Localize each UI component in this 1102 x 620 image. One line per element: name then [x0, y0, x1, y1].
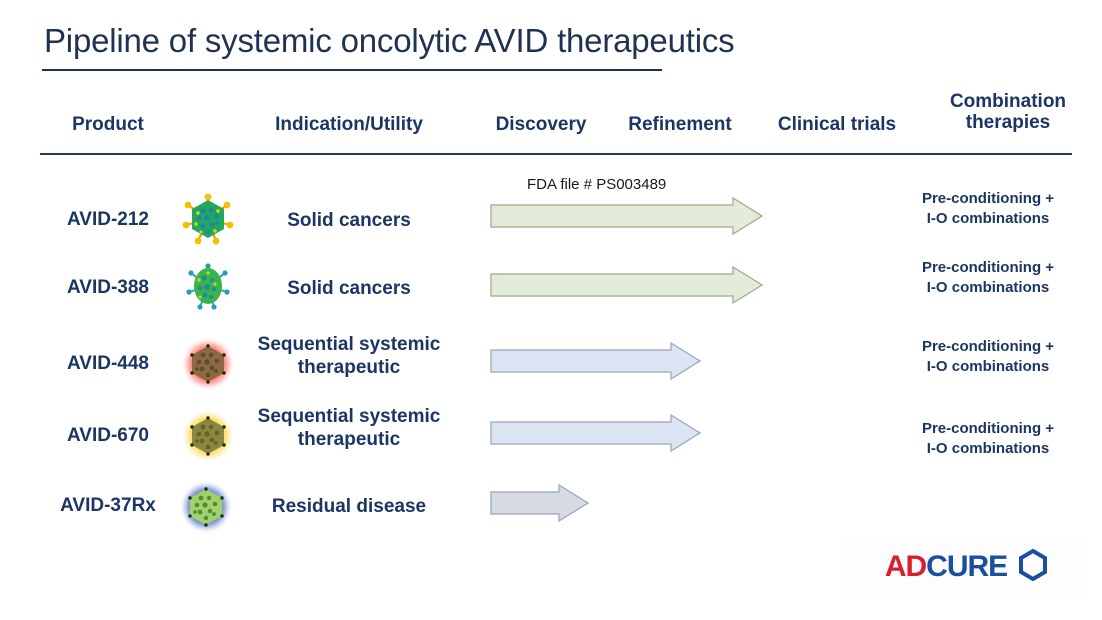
product-name-avid-37rx: AVID-37Rx — [60, 495, 156, 516]
product-name-avid-212: AVID-212 — [66, 209, 149, 230]
column-header-product: Product — [72, 114, 144, 135]
indication-line1: Sequential systemic — [257, 334, 441, 355]
combination-avid-388: Pre-conditioning + I-O combinations — [888, 258, 1088, 299]
indication-line1: Residual disease — [271, 496, 427, 517]
header-divider — [40, 153, 1072, 155]
column-header-refinement: Refinement — [628, 114, 732, 135]
product-name-avid-388: AVID-388 — [66, 277, 149, 298]
adcure-logo: ADCURE — [846, 536, 1086, 598]
progress-arrow-avid-388 — [490, 266, 764, 304]
virus-red-glow-icon — [180, 336, 236, 392]
indication-line2: therapeutic — [297, 357, 401, 379]
hexagon-icon — [1019, 548, 1048, 586]
virus-blue-glow-icon — [178, 479, 234, 535]
indication-line1: Solid cancers — [287, 210, 411, 231]
virus-yellow-glow-icon — [180, 408, 236, 464]
product-name-avid-448: AVID-448 — [66, 353, 149, 374]
combination-avid-212: Pre-conditioning + I-O combinations — [888, 189, 1088, 230]
column-header-combination-therapies: Combination therapies — [926, 91, 1090, 134]
logo-wordmark: ADCURE — [884, 550, 1008, 584]
title-underline — [42, 69, 662, 71]
virus-green-blue-icon — [180, 258, 236, 314]
combination-line2: I-O combinations — [926, 440, 1050, 458]
indication-line1: Solid cancers — [287, 278, 411, 299]
column-header-combination-line2: therapies — [965, 112, 1051, 134]
combination-line1: Pre-conditioning + — [921, 338, 1055, 355]
column-header-clinical-trials: Clinical trials — [777, 114, 897, 135]
indication-avid-388: Solid cancers — [228, 277, 470, 300]
indication-avid-37rx: Residual disease — [228, 495, 470, 518]
page-title: Pipeline of systemic oncolytic AVID ther… — [44, 22, 735, 59]
product-name-avid-670: AVID-670 — [66, 425, 149, 446]
column-header-discovery: Discovery — [495, 114, 587, 135]
indication-avid-212: Solid cancers — [228, 209, 470, 232]
progress-arrow-avid-670 — [490, 414, 702, 452]
combination-line2: I-O combinations — [926, 279, 1050, 297]
combination-line1: Pre-conditioning + — [921, 190, 1055, 207]
combination-line2: I-O combinations — [926, 358, 1050, 376]
logo-text-ad: AD — [884, 550, 927, 583]
logo-text-cure: CURE — [926, 550, 1008, 583]
indication-line1: Sequential systemic — [257, 406, 441, 427]
combination-line1: Pre-conditioning + — [921, 420, 1055, 437]
fda-file-annotation: FDA file # PS003489 — [527, 176, 667, 193]
combination-avid-448: Pre-conditioning + I-O combinations — [888, 337, 1088, 378]
combination-line2: I-O combinations — [926, 210, 1050, 228]
progress-arrow-avid-212 — [490, 197, 764, 235]
progress-arrow-avid-448 — [490, 342, 702, 380]
progress-arrow-avid-37rx — [490, 484, 590, 522]
combination-line1: Pre-conditioning + — [921, 259, 1055, 276]
virus-green-yellow-fibers-icon — [180, 191, 236, 247]
indication-avid-448: Sequential systemic therapeutic — [228, 333, 470, 379]
combination-avid-670: Pre-conditioning + I-O combinations — [888, 419, 1088, 460]
indication-avid-670: Sequential systemic therapeutic — [228, 405, 470, 451]
indication-line2: therapeutic — [297, 429, 401, 451]
column-header-combination-line1: Combination — [949, 91, 1067, 112]
column-header-indication: Indication/Utility — [275, 114, 423, 135]
